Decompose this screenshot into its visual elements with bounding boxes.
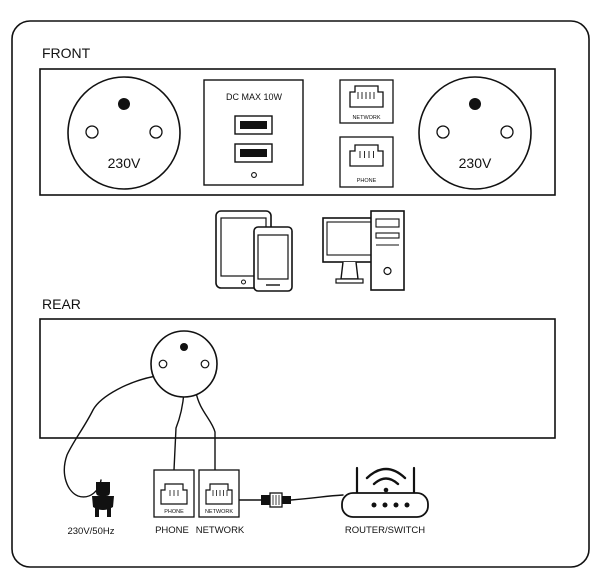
right-power-socket: 230V [418, 76, 532, 190]
front-phone-port: PHONE [339, 136, 394, 188]
rear-section-label: REAR [42, 296, 81, 312]
rear-power-socket [150, 330, 218, 398]
front-phone-label: PHONE [357, 178, 377, 184]
rj45-connector-icon [261, 492, 291, 508]
router-label: ROUTER/SWITCH [345, 525, 425, 536]
usb-module-label: DC MAX 10W [226, 92, 283, 102]
front-section-label: FRONT [42, 45, 91, 61]
earth-pin-icon [469, 98, 481, 110]
router-icon [341, 466, 429, 518]
outer-frame [11, 20, 590, 568]
earth-pin-icon [118, 98, 130, 110]
power-plug-icon [92, 482, 114, 517]
rear-phone-label: PHONE [155, 525, 189, 536]
usb-port-icon [234, 115, 273, 135]
rear-network-jack-small-label: NETWORK [205, 509, 233, 515]
led-indicator-icon [251, 172, 257, 178]
rear-network-label: NETWORK [196, 525, 245, 536]
socket-hole-icon [436, 125, 450, 139]
smartphone-icon [253, 226, 293, 292]
rear-phone-jack-small-label: PHONE [164, 509, 184, 515]
front-network-port: NETWORK [339, 79, 394, 124]
socket-hole-icon [158, 359, 168, 369]
usb-port-icon [234, 143, 273, 163]
socket-hole-icon [149, 125, 163, 139]
wifi-icon [365, 467, 407, 480]
right-socket-voltage: 230V [459, 155, 492, 171]
socket-hole-icon [85, 125, 99, 139]
usb-charger-module: DC MAX 10W [203, 79, 304, 186]
earth-pin-icon [180, 343, 188, 351]
power-plug-label: 230V/50Hz [67, 526, 114, 537]
socket-hole-icon [500, 125, 514, 139]
rear-phone-jack: PHONE [153, 469, 195, 518]
left-socket-voltage: 230V [108, 155, 141, 171]
left-power-socket: 230V [67, 76, 181, 190]
front-panel [39, 68, 556, 196]
rear-panel [39, 318, 556, 439]
rear-network-jack: NETWORK [198, 469, 240, 518]
desktop-computer-icon [322, 210, 405, 291]
front-network-label: NETWORK [352, 115, 380, 121]
socket-hole-icon [200, 359, 210, 369]
